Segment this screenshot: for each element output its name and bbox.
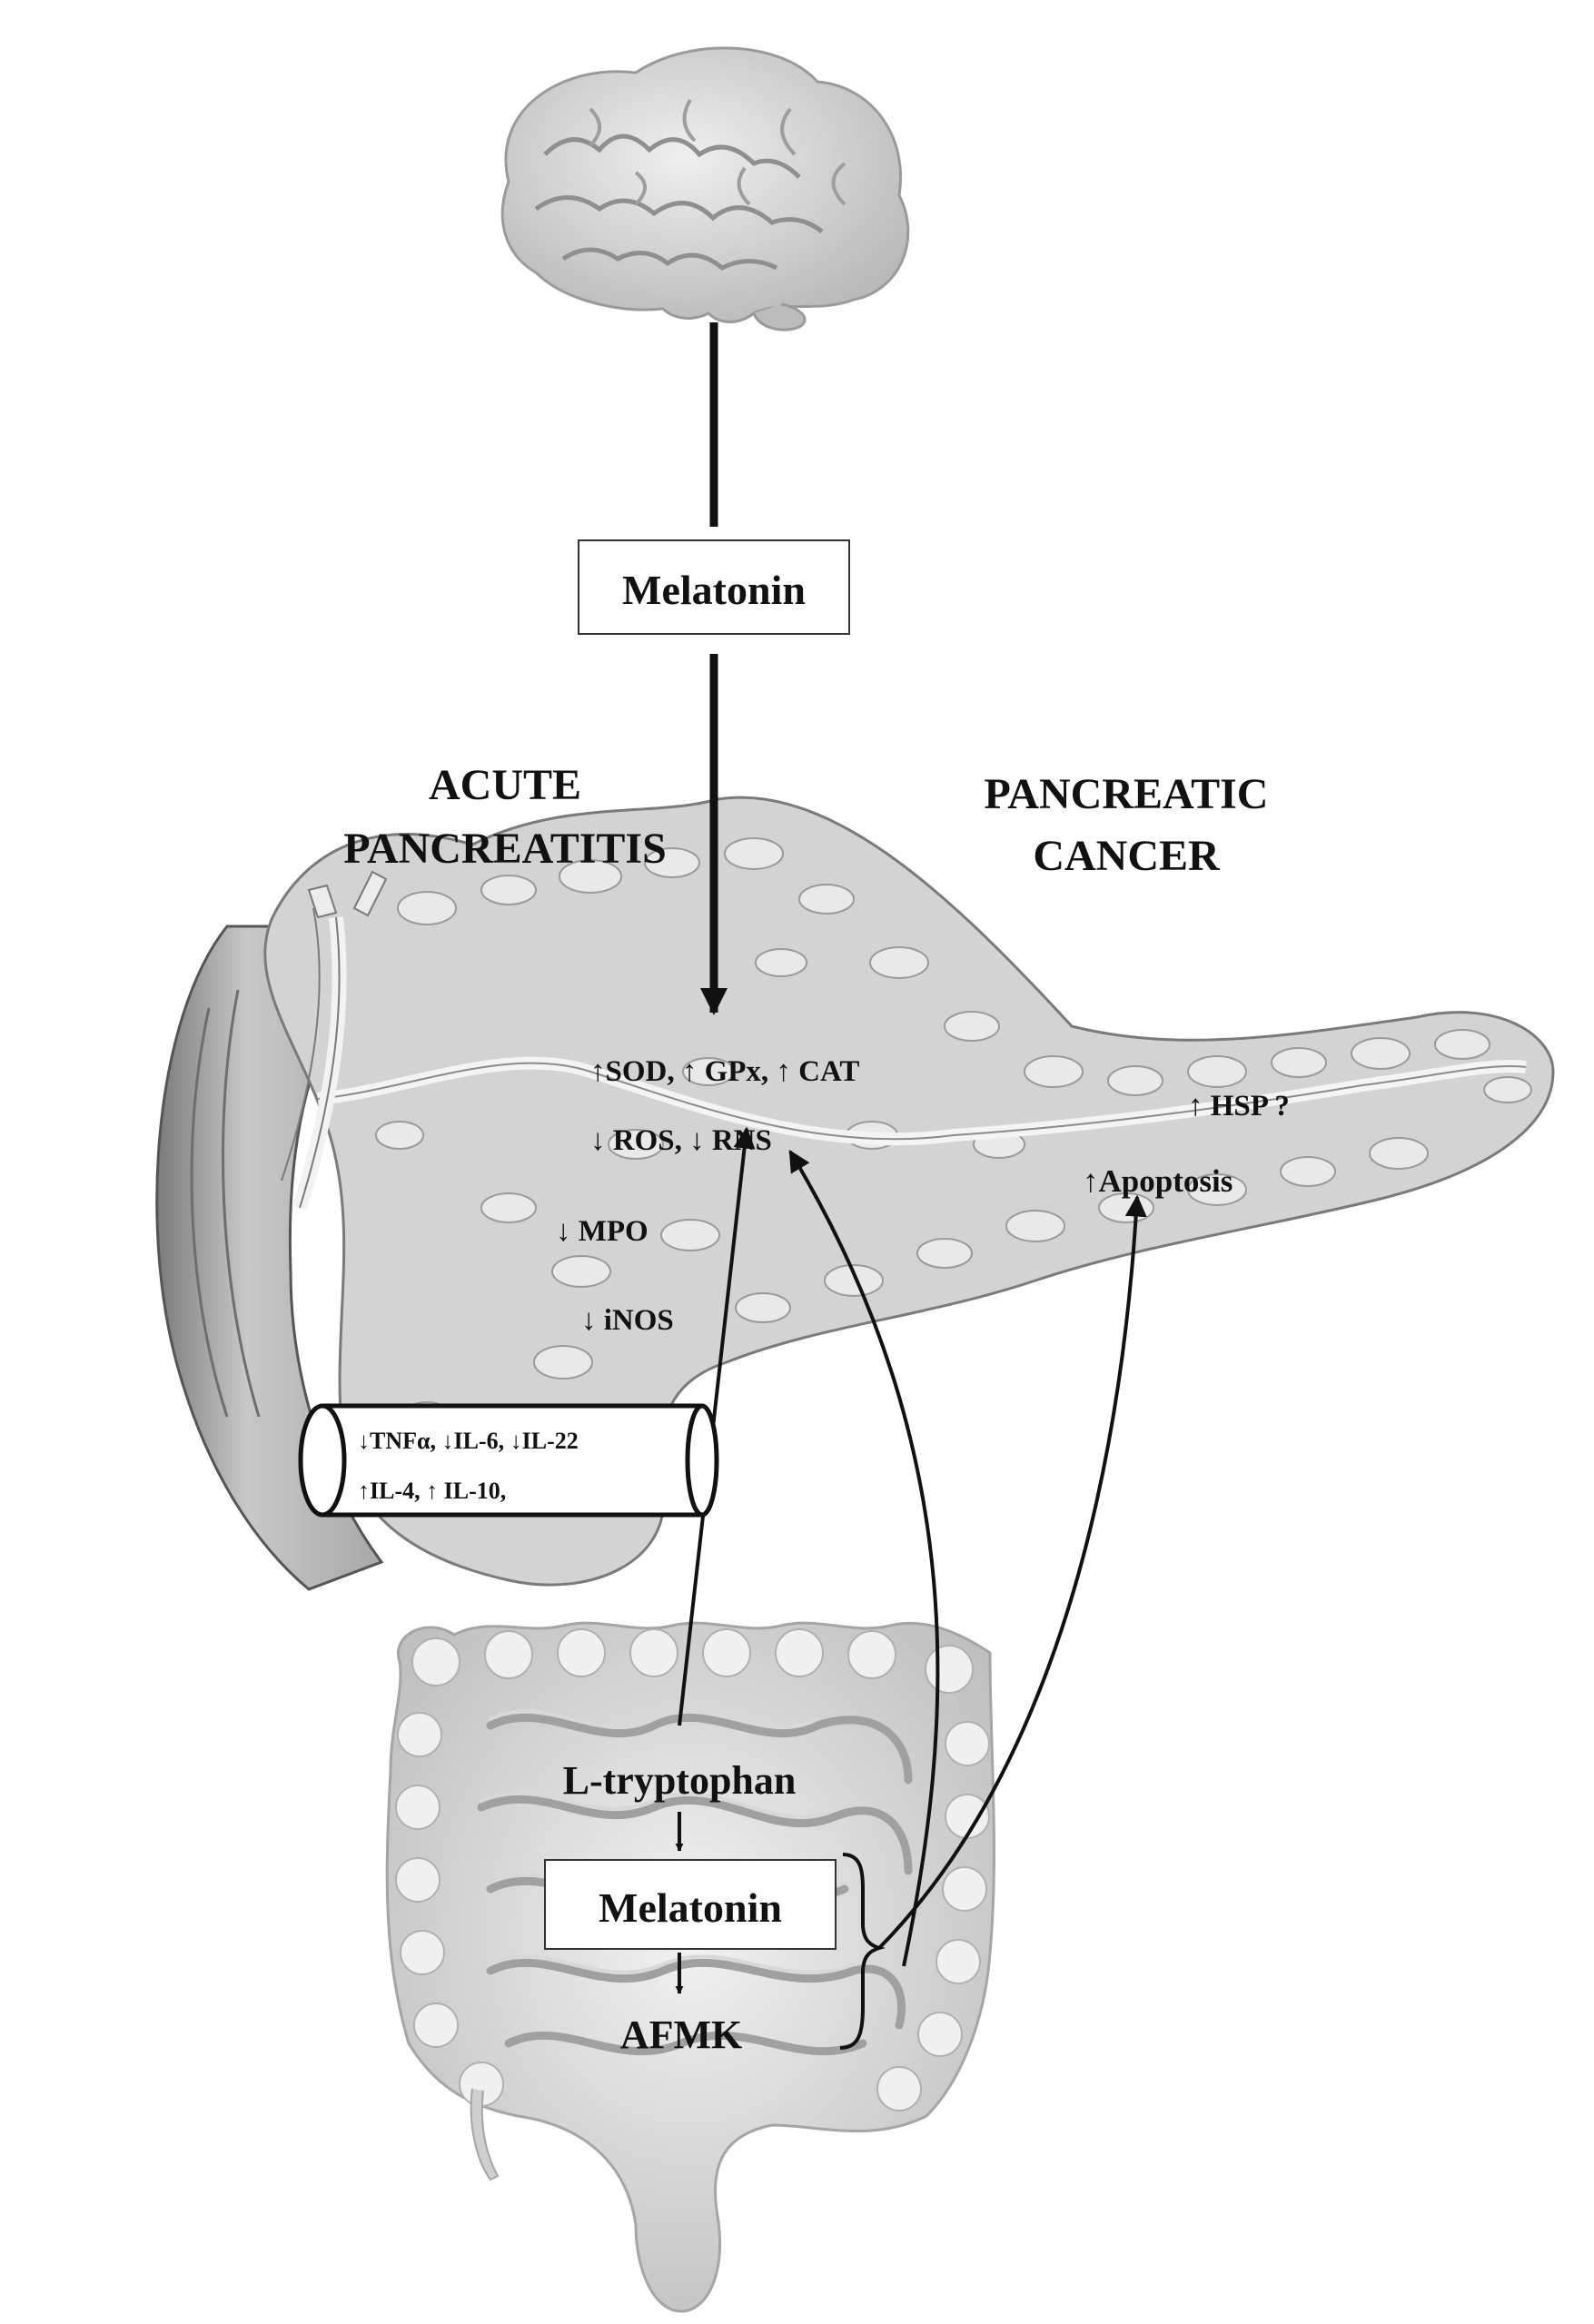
ros-rns-label: ↓ ROS, ↓ RNS [590, 1124, 772, 1157]
intestine-illustration [385, 1621, 995, 2313]
melatonin-top-box [578, 539, 850, 635]
melatonin-gut-box [544, 1859, 837, 1950]
pathway-arrows [675, 322, 1147, 2050]
mpo-label: ↓ MPO [556, 1215, 648, 1248]
melatonin-gut-label: Melatonin [599, 1884, 782, 1931]
brain-illustration [500, 46, 910, 331]
gut-to-apoptosis-arrow [877, 1194, 1147, 1950]
apoptosis-label: ↑Apoptosis [1083, 1163, 1233, 1199]
cytokines-up-label: ↑IL-4, ↑ IL-10, [358, 1478, 506, 1504]
curly-brace [839, 1853, 886, 2050]
melatonin-top-label: Melatonin [622, 567, 806, 613]
pancreatic-cancer-title-line2: CANCER [1033, 832, 1221, 880]
ltryptophan-label: L-tryptophan [563, 1758, 797, 1803]
acute-pancreatitis-title-line1: ACUTE [429, 761, 581, 809]
pancreatic-cancer-title-line1: PANCREATIC [985, 770, 1269, 818]
pancreas-illustration [155, 796, 1555, 1591]
acute-pancreatitis-title-line2: PANCREATITIS [343, 825, 667, 873]
cytokines-down-label: ↓TNFα, ↓IL-6, ↓IL-22 [358, 1428, 579, 1454]
hsp-label: ↑ HSP ? [1188, 1090, 1290, 1122]
gut-to-rns-arrow [788, 1149, 940, 1967]
inos-label: ↓ iNOS [581, 1304, 674, 1337]
cytokine-cylinder [298, 1403, 719, 1518]
antioxidant-enzymes-label: ↑SOD, ↑ GPx, ↑ CAT [590, 1055, 859, 1088]
afmk-label: AFMK [620, 2012, 742, 2057]
